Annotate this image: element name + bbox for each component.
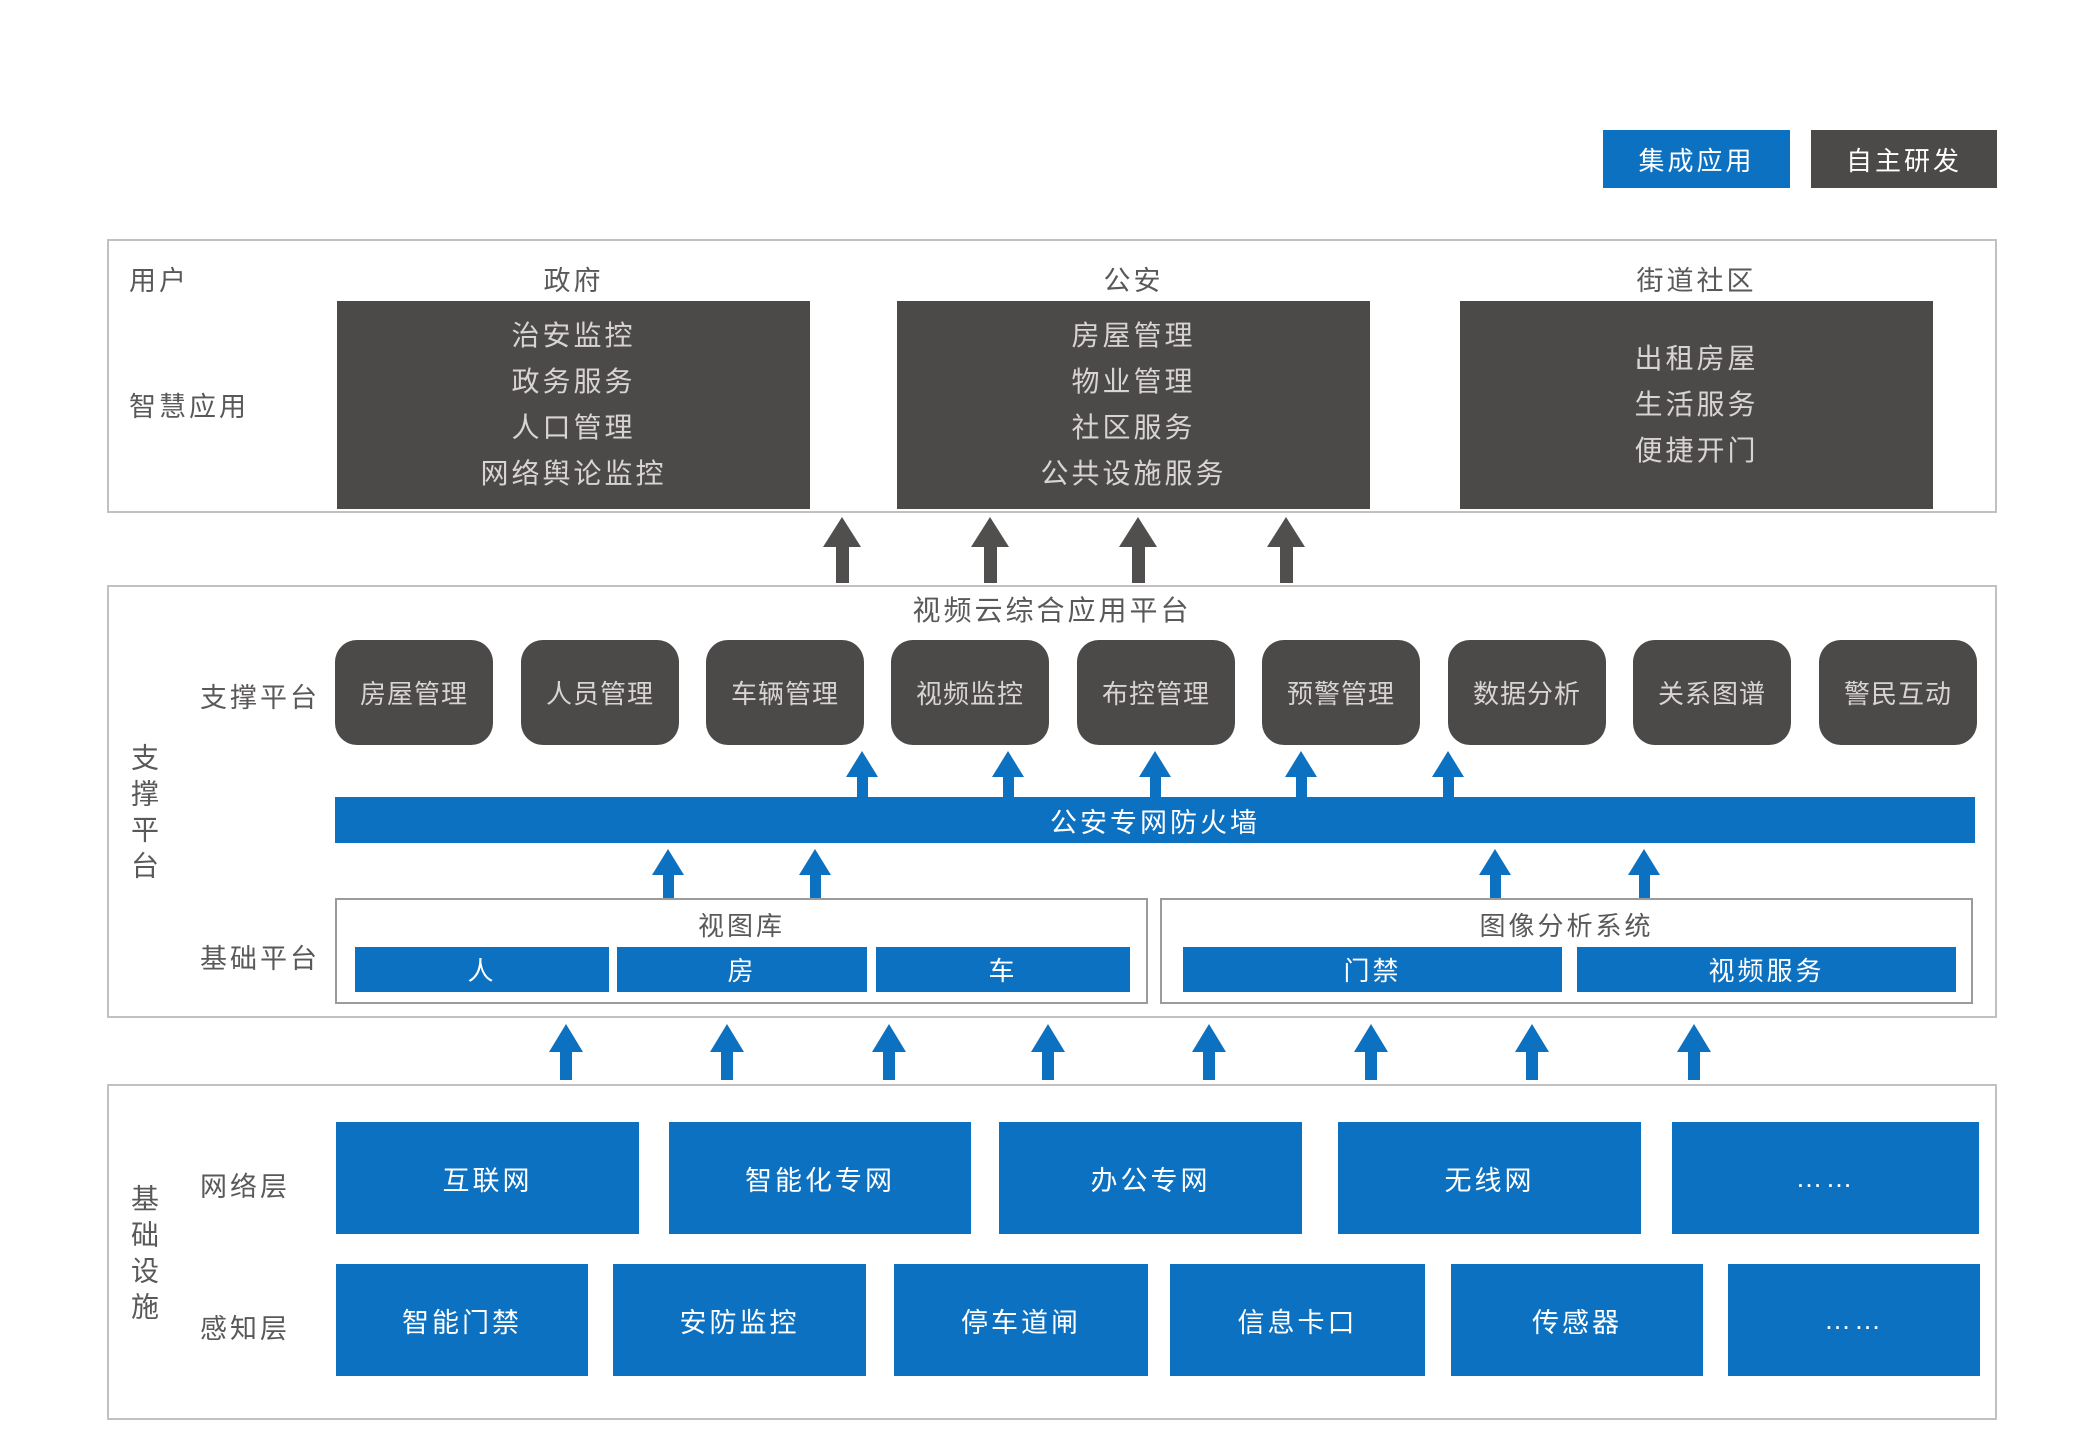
network-box-intelligent: 智能化专网 [669, 1122, 971, 1234]
perception-box-security: 安防监控 [613, 1264, 866, 1376]
support-box-graph: 关系图谱 [1633, 640, 1791, 745]
column-header-community: 街道社区 [1636, 266, 1757, 296]
section-users: 用户 智慧应用 政府 公安 街道社区 治安监控 政务服务 人口管理 网络舆论监控… [107, 239, 1997, 513]
platform-title: 视频云综合应用平台 [912, 595, 1192, 626]
perception-box-more: …… [1728, 1264, 1980, 1376]
up-arrow-icon [1515, 1024, 1549, 1080]
network-box-wireless: 无线网 [1338, 1122, 1641, 1234]
up-arrow-icon [1479, 849, 1511, 898]
support-box-vehicle: 车辆管理 [706, 640, 864, 745]
app-item: 物业管理 [1071, 366, 1196, 397]
up-arrow-icon [823, 517, 861, 583]
column-header-police: 公安 [1103, 266, 1164, 296]
base-bar-vehicle: 车 [876, 947, 1130, 992]
up-arrow-icon [1432, 751, 1464, 797]
perception-box-access: 智能门禁 [336, 1264, 588, 1376]
column-header-government: 政府 [543, 266, 604, 296]
side-label-support-platform: 支撑平台 [128, 743, 159, 887]
support-box-warning: 预警管理 [1262, 640, 1420, 745]
perception-box-sensor: 传感器 [1451, 1264, 1703, 1376]
base-box-title: 视图库 [697, 911, 785, 941]
row-label-network-layer: 网络层 [200, 1172, 290, 1202]
legend-self-developed: 自主研发 [1811, 130, 1997, 188]
app-item: 治安监控 [511, 320, 636, 351]
up-arrow-icon [1354, 1024, 1388, 1080]
app-item: 社区服务 [1071, 412, 1196, 443]
app-item: 生活服务 [1634, 389, 1759, 420]
support-box-housing: 房屋管理 [335, 640, 493, 745]
perception-box-parking: 停车道闸 [894, 1264, 1148, 1376]
up-arrow-icon [1677, 1024, 1711, 1080]
up-arrow-icon [872, 1024, 906, 1080]
support-box-video: 视频监控 [891, 640, 1049, 745]
firewall-bar: 公安专网防火墙 [335, 797, 1975, 843]
app-item: 政务服务 [511, 366, 636, 397]
base-bar-house: 房 [617, 947, 867, 992]
app-box-government: 治安监控 政务服务 人口管理 网络舆论监控 [337, 301, 810, 509]
up-arrow-icon [971, 517, 1009, 583]
up-arrow-icon [710, 1024, 744, 1080]
app-item: 人口管理 [511, 412, 636, 443]
base-box-video-library: 视图库 人 房 车 [335, 898, 1148, 1004]
app-item: 房屋管理 [1071, 320, 1196, 351]
legend-integrated-app: 集成应用 [1603, 130, 1790, 188]
up-arrow-icon [1285, 751, 1317, 797]
up-arrow-icon [1031, 1024, 1065, 1080]
up-arrow-icon [549, 1024, 583, 1080]
base-box-image-analysis: 图像分析系统 门禁 视频服务 [1160, 898, 1973, 1004]
app-item: 便捷开门 [1634, 435, 1759, 466]
up-arrow-icon [992, 751, 1024, 797]
support-box-interact: 警民互动 [1819, 640, 1977, 745]
support-box-analysis: 数据分析 [1448, 640, 1606, 745]
app-box-police: 房屋管理 物业管理 社区服务 公共设施服务 [897, 301, 1370, 509]
row-label-smart-apps: 智慧应用 [129, 392, 249, 422]
row-label-users: 用户 [129, 266, 189, 296]
network-box-more: …… [1672, 1122, 1979, 1234]
up-arrow-icon [1139, 751, 1171, 797]
app-item: 出租房屋 [1634, 343, 1759, 374]
row-label-base-platform: 基础平台 [200, 944, 320, 974]
network-box-office: 办公专网 [999, 1122, 1302, 1234]
up-arrow-icon [1192, 1024, 1226, 1080]
app-item: 公共设施服务 [1040, 458, 1227, 489]
base-bar-video-service: 视频服务 [1577, 947, 1956, 992]
perception-box-checkpoint: 信息卡口 [1170, 1264, 1425, 1376]
up-arrow-icon [1628, 849, 1660, 898]
up-arrow-icon [1119, 517, 1157, 583]
base-box-title: 图像分析系统 [1479, 911, 1654, 941]
up-arrow-icon [799, 849, 831, 898]
row-label-support-platform: 支撑平台 [200, 683, 320, 713]
section-infrastructure: 基础设施 网络层 互联网 智能化专网 办公专网 无线网 …… 感知层 智能门禁 … [107, 1084, 1997, 1420]
network-box-internet: 互联网 [336, 1122, 639, 1234]
side-label-infrastructure: 基础设施 [128, 1184, 159, 1328]
section-support-platform: 视频云综合应用平台 支撑平台 支撑平台 房屋管理 人员管理 车辆管理 视频监控 … [107, 585, 1997, 1018]
app-item: 网络舆论监控 [480, 458, 667, 489]
app-box-community: 出租房屋 生活服务 便捷开门 [1460, 301, 1933, 509]
support-box-personnel: 人员管理 [521, 640, 679, 745]
base-bar-person: 人 [355, 947, 609, 992]
base-bar-access: 门禁 [1183, 947, 1562, 992]
row-label-perception-layer: 感知层 [200, 1314, 290, 1344]
up-arrow-icon [1267, 517, 1305, 583]
up-arrow-icon [846, 751, 878, 797]
up-arrow-icon [652, 849, 684, 898]
support-box-control: 布控管理 [1077, 640, 1235, 745]
